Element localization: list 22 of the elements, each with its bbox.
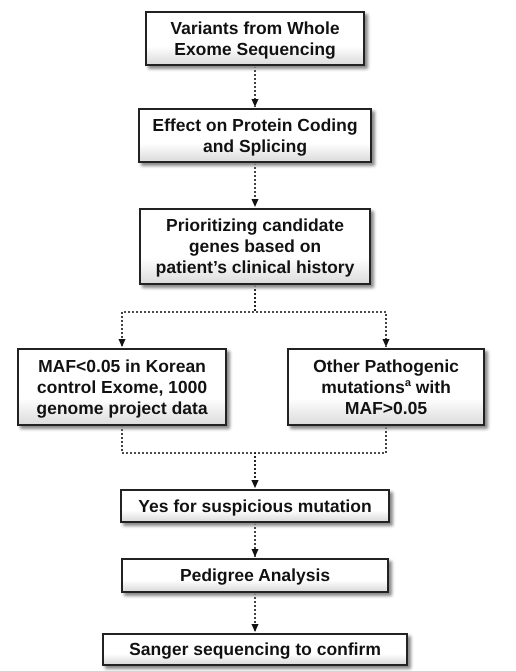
step-text: Sanger sequencing to confirm: [129, 639, 381, 660]
arrow: [251, 426, 387, 488]
process-box: [138, 108, 372, 163]
process-box: [102, 633, 408, 666]
step-text: MAF<0.05 in Korean control Exome, 1000 genome project data: [35, 356, 209, 418]
process-box: [17, 348, 227, 426]
process-box: [145, 11, 365, 66]
step-text: Effect on Protein Coding and Splicing: [151, 114, 359, 156]
process-box: [139, 208, 371, 285]
process-box: [120, 489, 390, 523]
step-text: Pedigree Analysis: [180, 565, 330, 586]
process-box: [121, 558, 389, 593]
arrow: [251, 593, 259, 632]
arrow: [251, 66, 259, 107]
arrow: [251, 163, 259, 207]
arrow: [251, 523, 259, 557]
step-text: Prioritizing candidate genes based on patient’s clinical history: [155, 215, 355, 278]
step-text: Variants from Whole Exome Sequencing: [169, 18, 341, 60]
step-text: Yes for suspicious mutation: [138, 496, 372, 516]
arrow: [254, 285, 390, 347]
step-text: Other Pathogenic mutations$^{a}$ with MAF>0.05: [312, 356, 460, 418]
process-box: [287, 348, 485, 426]
